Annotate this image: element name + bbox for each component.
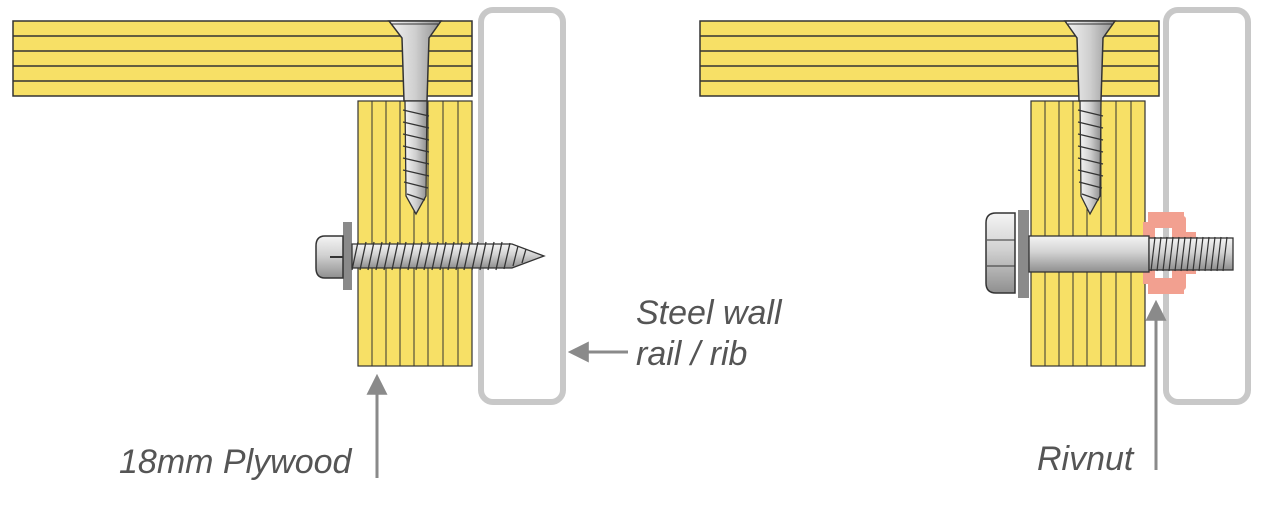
plywood-label: 18mm Plywood xyxy=(119,443,352,481)
rivnut-label: Rivnut xyxy=(1037,440,1134,478)
countersunk-wood-screw-icon xyxy=(387,20,443,216)
countersunk-wood-screw-icon-right xyxy=(1063,20,1117,216)
pan-head-self-tapping-screw-icon xyxy=(315,222,546,290)
hex-bolt-icon xyxy=(985,210,1234,298)
left-steel-wall-rail xyxy=(478,7,566,405)
left-horizontal-plywood-panel xyxy=(12,20,473,97)
steel-wall-label-line2: rail / rib xyxy=(636,335,748,373)
steel-wall-label-line1: Steel wall xyxy=(636,294,782,332)
left-vertical-plywood-strip xyxy=(357,100,473,367)
right-steel-wall-rail xyxy=(1163,7,1251,405)
